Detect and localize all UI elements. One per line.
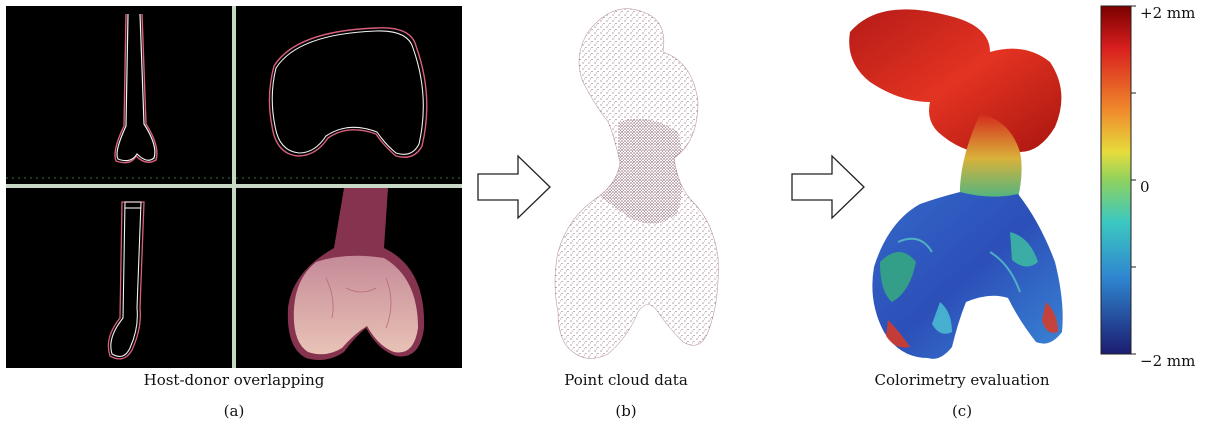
colorbar-label-max: +2 mm	[1140, 4, 1195, 22]
viewport-separator-horizontal	[6, 184, 462, 188]
viewport-top-right	[236, 6, 462, 184]
caption-b: Point cloud data	[526, 371, 726, 389]
colorbar-label-zero: 0	[1140, 178, 1150, 196]
label-b: (b)	[526, 402, 726, 420]
panel-a	[6, 6, 462, 368]
point-cloud-svg	[528, 2, 724, 368]
label-a: (a)	[6, 402, 462, 420]
colorbar	[1096, 4, 1136, 368]
caption-a: Host-donor overlapping	[6, 371, 462, 389]
colorbar-ticks	[1131, 6, 1136, 354]
viewport-top-left	[6, 6, 232, 184]
bone-render-svg	[236, 188, 462, 368]
viewport-bottom-right	[236, 188, 462, 368]
colorbar-label-min: −2 mm	[1140, 352, 1195, 370]
label-c: (c)	[862, 402, 1062, 420]
sagittal-outline-svg	[6, 188, 232, 368]
axial-outline-svg	[236, 6, 462, 184]
caption-c: Colorimetry evaluation	[862, 371, 1062, 389]
viewport-bottom-left	[6, 188, 232, 368]
colorimetry-bone-svg	[840, 2, 1090, 368]
coronal-outline-svg	[6, 6, 232, 184]
